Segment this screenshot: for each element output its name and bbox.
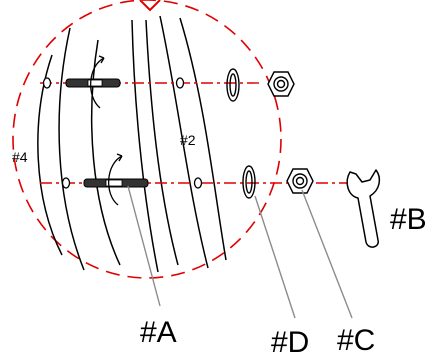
- holes: [42, 77, 203, 189]
- leader-a: [127, 185, 161, 307]
- nut-icon: [286, 168, 314, 194]
- panel-label-right: #2: [180, 132, 196, 148]
- leader-lines: [127, 185, 353, 319]
- washer-icon: [242, 165, 256, 199]
- panel-label-left: #4: [12, 149, 28, 165]
- board-edge-2: [58, 27, 85, 271]
- rotation-arrow-icon: [107, 153, 123, 206]
- board-edge-3: [90, 39, 121, 266]
- bolt-icon: [65, 78, 121, 88]
- boards: [37, 15, 227, 273]
- bolt-icon: [83, 178, 149, 188]
- board-edge-7: [179, 17, 227, 261]
- detail-marker-icon: [139, 0, 161, 12]
- nut-icon: [267, 71, 295, 97]
- rotation-arrow-icon: [89, 55, 105, 109]
- hole-bottom-left: [61, 177, 71, 189]
- washer-icon: [226, 68, 240, 102]
- callout-label-d: #D: [271, 326, 309, 359]
- callout-label-c: #C: [337, 324, 375, 357]
- hole-top-left: [42, 77, 52, 89]
- detail-circle: [12, 0, 282, 279]
- hole-bottom-right: [193, 177, 203, 189]
- board-edge-4: [131, 19, 159, 273]
- leader-c: [301, 189, 353, 319]
- callout-label-a: #A: [140, 316, 177, 349]
- board-edge-5: [145, 19, 179, 266]
- wrench-icon: [346, 169, 381, 248]
- hole-top-right: [175, 77, 185, 89]
- board-edge-6: [159, 15, 209, 269]
- leader-d: [254, 195, 296, 319]
- callout-label-b: #B: [390, 203, 427, 236]
